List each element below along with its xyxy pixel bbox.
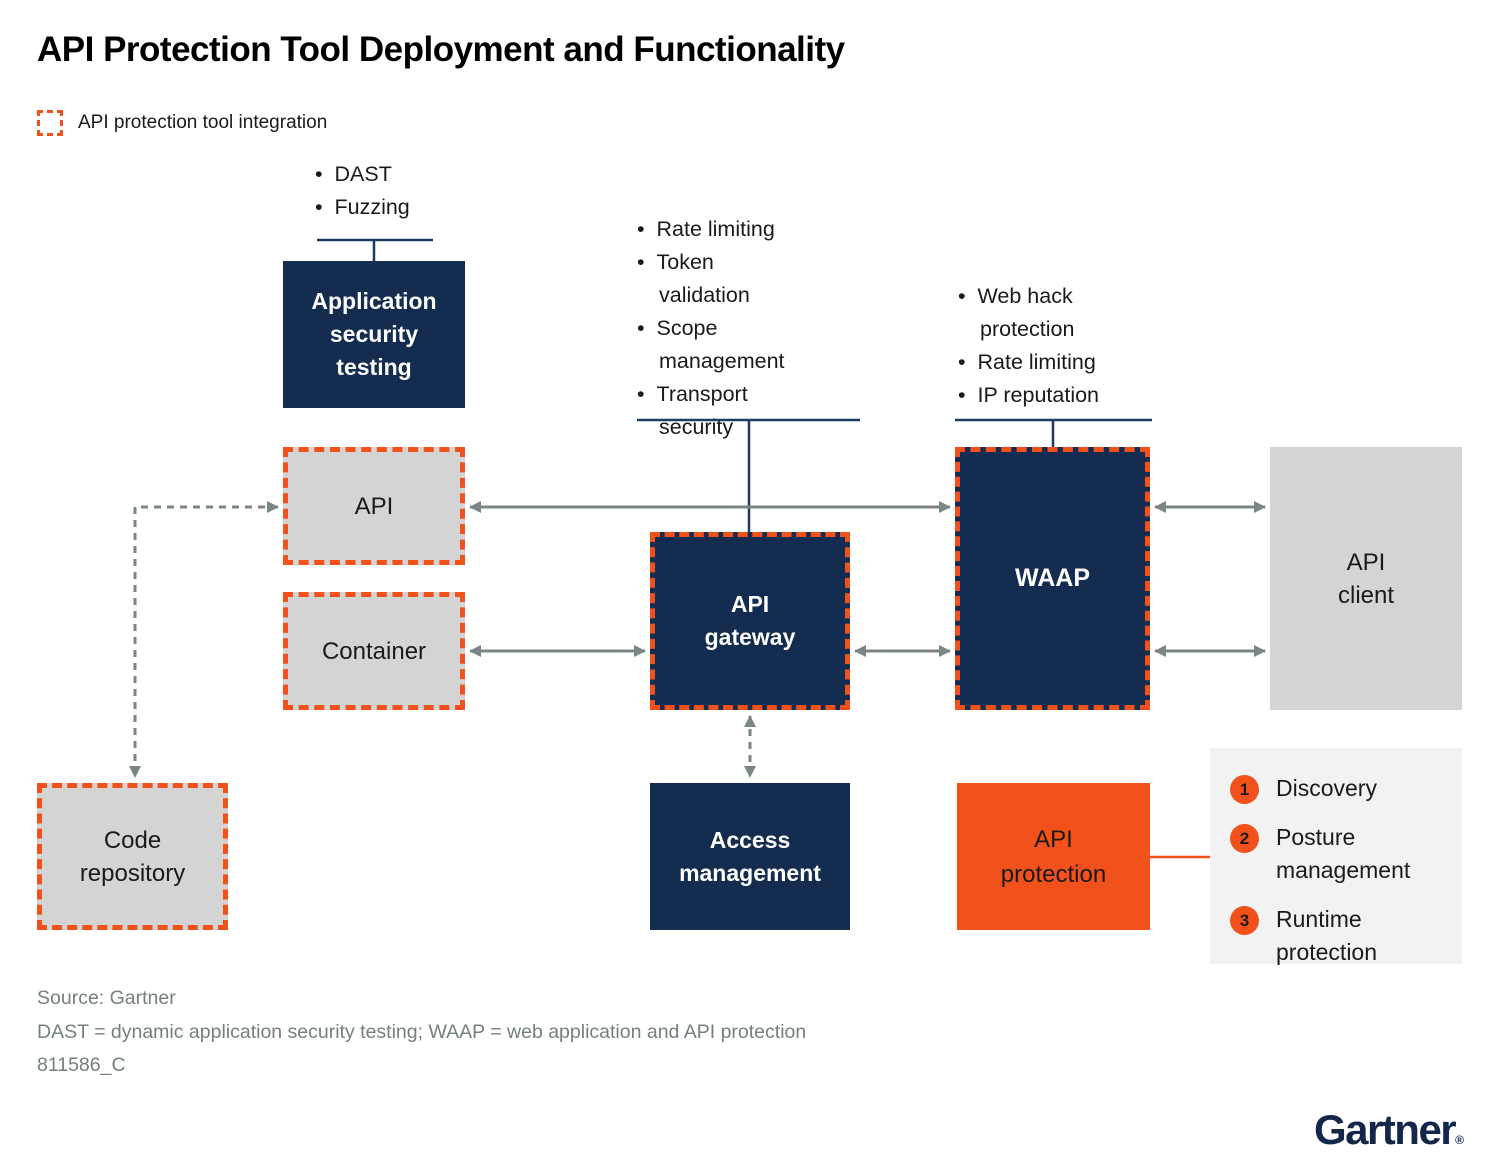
callout-item: Token validation: [637, 246, 797, 312]
box-access-management: Access management: [650, 783, 850, 930]
callout-item: Rate limiting: [958, 346, 1108, 379]
box-label: API: [354, 492, 394, 520]
source-note: Source: Gartner: [37, 987, 176, 1009]
box-waap: WAAP: [955, 447, 1150, 710]
box-api: API: [283, 447, 465, 565]
arrow-coderepo-api-dashed: [129, 501, 279, 778]
callout-item: Web hack protection: [958, 280, 1108, 346]
box-label: API gateway: [704, 591, 796, 650]
box-code-repository: Code repository: [37, 783, 228, 930]
box-label: API protection: [1000, 825, 1107, 888]
callout-item: Scope management: [637, 312, 797, 378]
function-label: Discovery: [1276, 775, 1377, 801]
box-api-protection: API protection: [957, 783, 1150, 930]
registered-mark: ®: [1455, 1133, 1464, 1147]
callout-item: Transport security: [637, 378, 797, 444]
legend: API protection tool integration: [37, 110, 327, 136]
callout-item: Fuzzing: [315, 191, 465, 224]
ast-callout-list: DAST Fuzzing: [315, 158, 465, 224]
waap-callout-list: Web hack protection Rate limiting IP rep…: [958, 280, 1108, 412]
box-label: Code repository: [79, 826, 186, 887]
footer: Source: Gartner DAST = dynamic applicati…: [37, 982, 806, 1083]
gateway-callout-connector: [637, 418, 860, 532]
gartner-logo: Gartner®: [1314, 1106, 1464, 1154]
function-item-runtime-protection: 3 Runtime protection: [1230, 903, 1462, 969]
api-protection-functions-panel: 1 Discovery 2 Posture management 3 Runti…: [1210, 748, 1462, 965]
function-label: Posture management: [1276, 824, 1411, 883]
box-label: Application security testing: [311, 288, 437, 380]
box-application-security-testing: Application security testing: [283, 261, 465, 408]
legend-label: API protection tool integration: [78, 112, 328, 133]
box-label: API client: [1337, 548, 1395, 609]
function-item-discovery: 1 Discovery: [1230, 772, 1462, 805]
box-label: Access management: [679, 826, 821, 886]
box-container: Container: [283, 592, 465, 710]
gartner-logo-text: Gartner: [1313, 1106, 1457, 1153]
number-badge: 3: [1230, 906, 1259, 935]
box-label: Container: [321, 637, 427, 665]
abbreviation-note: DAST = dynamic application security test…: [37, 1020, 807, 1043]
dashed-square-icon: [37, 110, 63, 136]
box-label: WAAP: [1015, 564, 1090, 592]
callout-item: IP reputation: [958, 379, 1108, 412]
waap-callout-connector: [955, 418, 1152, 447]
gateway-callout-list: Rate limiting Token validation Scope man…: [637, 213, 797, 444]
callout-item: DAST: [315, 158, 465, 191]
box-api-client: API client: [1270, 447, 1462, 710]
function-label: Runtime protection: [1276, 906, 1378, 965]
number-badge: 1: [1230, 775, 1259, 804]
ast-callout-connector: [317, 238, 433, 261]
box-api-gateway: API gateway: [650, 532, 850, 710]
function-item-posture-management: 2 Posture management: [1230, 821, 1462, 887]
figure-id: 811586_C: [37, 1054, 126, 1076]
number-badge: 2: [1230, 824, 1259, 853]
callout-item: Rate limiting: [637, 213, 797, 246]
page-title: API Protection Tool Deployment and Funct…: [37, 30, 845, 69]
